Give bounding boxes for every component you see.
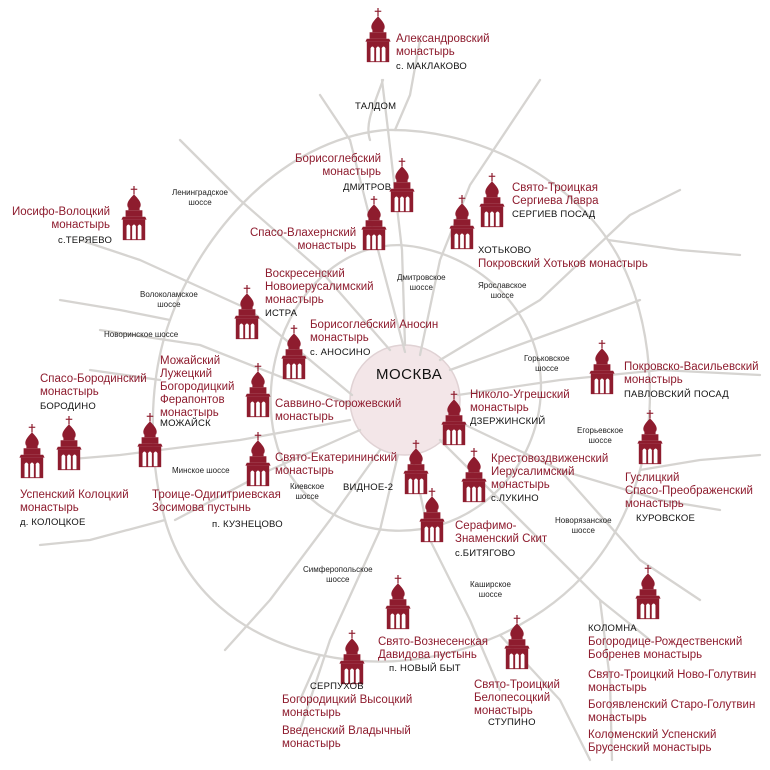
town-label: с.ТЕРЯЕВО	[58, 235, 113, 246]
monastery-label: Богородице-Рождественский Бобренев монас…	[588, 636, 743, 661]
town-label: д. КОЛОЦКОЕ	[20, 517, 86, 528]
road-label: Новорязанское шоссе	[555, 516, 612, 535]
road-label: Каширское шоссе	[470, 580, 511, 599]
town-label: СТУПИНО	[488, 717, 536, 728]
road-label: Ярославское шоссе	[478, 281, 527, 300]
town-label: СЕРГИЕВ ПОСАД	[512, 209, 596, 220]
monastery-label: Александровский монастырь	[396, 33, 490, 58]
middle-ring-road	[269, 243, 543, 532]
road-label: Ленинградское шоссе	[172, 188, 228, 207]
church-icon	[588, 340, 616, 395]
monastery-label: Богоявленский Старо-Голутвин монастырь	[588, 699, 756, 724]
road-label: Симферопольское шоссе	[303, 565, 373, 584]
road-label: Новоринское шоссе	[104, 330, 179, 339]
church-icon	[338, 630, 366, 685]
monastery-label: Введенский Владычный монастырь	[282, 725, 411, 750]
monastery-label: Успенский Колоцкий монастырь	[20, 489, 129, 514]
monastery-label: Свято-Троицкий Ново-Голутвин монастырь	[588, 669, 757, 694]
monastery-label: Николо-Угрешский монастырь	[470, 389, 570, 414]
monastery-label: Покровско-Васильевский монастырь	[624, 361, 759, 386]
town-label: с.ЛУКИНО	[491, 493, 539, 504]
church-icon	[55, 416, 83, 471]
church-icon	[478, 173, 506, 228]
town-label: ДМИТРОВ	[343, 182, 392, 193]
town-label: с.БИТЯГОВО	[455, 548, 516, 559]
monastery-label: Свято-Екатерининский монастырь	[275, 452, 398, 477]
church-icon	[244, 432, 272, 487]
road-label: Киевское шоссе	[290, 482, 325, 501]
road-label: Егорьевское шоссе	[577, 426, 624, 445]
monastery-label: Серафимо- Знаменский Скит	[455, 520, 548, 545]
town-label: СЕРПУХОВ	[310, 681, 364, 692]
monastery-label: Троице-Одигитриевская Зосимова пустынь	[152, 489, 281, 514]
church-icon	[503, 615, 531, 670]
town-label: БОРОДИНО	[40, 401, 96, 412]
town-label: КОЛОМНА	[588, 623, 637, 634]
town-label: ТАЛДОМ	[355, 101, 397, 112]
town-label: п. КУЗНЕЦОВО	[212, 519, 283, 530]
monastery-label: Борисоглебский монастырь	[295, 153, 382, 178]
church-icon	[418, 488, 446, 543]
church-icon	[448, 195, 476, 250]
church-icon	[636, 410, 664, 465]
church-icon	[364, 8, 392, 63]
church-icon	[280, 325, 308, 380]
monastery-label: Воскресенский Новоиерусалимский монастыр…	[265, 268, 374, 306]
town-label: ХОТЬКОВО	[478, 245, 532, 256]
monastery-label: Свято-Вознесенская Давидова пустынь	[378, 636, 488, 661]
town-label: КУРОВСКОЕ	[636, 513, 696, 524]
town-label: МОЖАЙСК	[160, 418, 211, 429]
monastery-label: Спасо-Бородинский монастырь	[40, 373, 147, 398]
monastery-label: Можайский Лужецкий Богородицкий Ферапонт…	[160, 355, 235, 419]
monastery-label: Крестовоздвиженский Иерусалимский монаст…	[491, 453, 609, 491]
church-icon	[136, 413, 164, 468]
monastery-label: Спасо-Влахернский монастырь	[250, 227, 357, 252]
road-label: Минское шоссе	[172, 466, 230, 475]
monastery-label: Иосифо-Волоцкий монастырь	[12, 206, 111, 231]
monastery-label: Богородицкий Высоцкий монастырь	[282, 694, 413, 719]
monastery-label: Саввино-Сторожевский монастырь	[275, 398, 402, 423]
town-label: ПАВЛОВСКИЙ ПОСАД	[624, 389, 729, 400]
church-icon	[233, 285, 261, 340]
monastery-label: Коломенский Успенский Брусенский монасты…	[588, 729, 717, 754]
church-icon	[634, 565, 662, 620]
monastery-label: Покровский Хотьков монастырь	[478, 258, 648, 270]
road-label: Дмитровское шоссе	[397, 273, 446, 292]
town-label: ИСТРА	[265, 308, 298, 319]
town-label: с. МАКЛАКОВО	[396, 61, 468, 72]
road-label: Волоколамское шоссе	[140, 290, 198, 309]
church-icon	[384, 575, 412, 630]
church-icon	[460, 448, 488, 503]
monastery-label: Свято-Троицкий Белопесоцкий монастырь	[474, 679, 560, 717]
town-label: ДЗЕРЖИНСКИЙ	[470, 416, 546, 427]
town-label: с. АНОСИНО	[310, 347, 371, 358]
road-label: Горьковское шоссе	[524, 354, 570, 373]
monastery-label: Гуслицкий Спасо-Преображенский монастырь	[625, 472, 753, 510]
church-icon	[120, 186, 148, 241]
town-label: п. НОВЫЙ БЫТ	[389, 663, 461, 674]
monastery-label: Борисоглебский Аносин монастырь	[310, 319, 439, 344]
town-label: ВИДНОЕ-2	[343, 482, 394, 493]
church-icon	[18, 424, 46, 479]
monastery-label: Свято-Троицкая Сергиева Лавра	[512, 182, 599, 207]
city-label-moscow: МОСКВА	[376, 366, 443, 383]
